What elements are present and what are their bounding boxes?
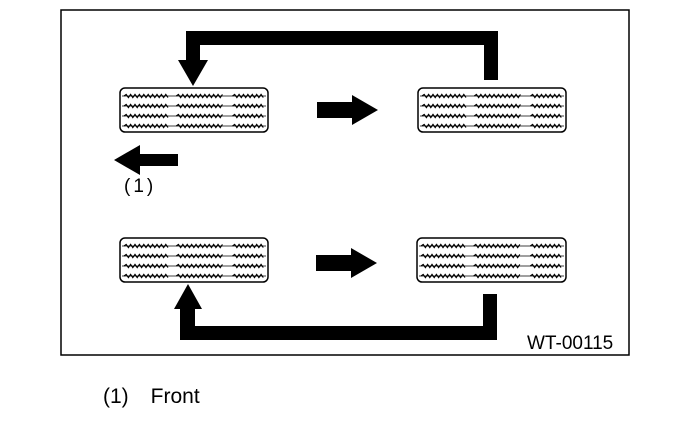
- tread-wave: [529, 243, 562, 249]
- tread-wave: [175, 103, 223, 109]
- tread-wave: [421, 113, 467, 119]
- legend-number: (1): [103, 385, 129, 408]
- tread-wave: [421, 103, 467, 109]
- tread-wave: [473, 253, 521, 259]
- tread-wave: [530, 93, 562, 99]
- tread-wave: [473, 93, 521, 99]
- tread-wave: [175, 253, 223, 259]
- tire-front-right: [417, 87, 567, 133]
- tire-outline: [119, 87, 269, 133]
- tread-wave: [175, 243, 223, 249]
- tread-wave: [123, 263, 169, 269]
- tread-wave: [530, 123, 562, 129]
- tread-wave: [473, 113, 521, 119]
- tread-wave: [232, 123, 264, 129]
- arrow-right-icon: [317, 95, 378, 125]
- tread-wave: [420, 243, 466, 249]
- tire-outline: [119, 237, 269, 283]
- tire-rear-left: [119, 237, 269, 283]
- tread-wave: [232, 103, 264, 109]
- tread-wave: [420, 263, 466, 269]
- tread-wave: [473, 243, 521, 249]
- tread-wave: [232, 263, 264, 269]
- tread-wave: [232, 253, 264, 259]
- tire-rear-right: [416, 237, 567, 283]
- tread-wave: [123, 93, 169, 99]
- tread-wave: [421, 93, 467, 99]
- tread-wave: [175, 273, 223, 279]
- arrow-left-icon: [114, 145, 178, 175]
- tread-wave: [420, 253, 466, 259]
- tread-wave: [232, 273, 264, 279]
- tread-wave: [123, 103, 169, 109]
- tread-wave: [473, 123, 521, 129]
- tread-wave: [530, 113, 562, 119]
- tire-outline: [416, 237, 567, 283]
- tread-wave: [530, 103, 562, 109]
- rotation-arrow-top: [178, 31, 498, 86]
- tread-wave: [529, 253, 562, 259]
- tread-wave: [123, 113, 169, 119]
- tire-outline: [417, 87, 567, 133]
- diagram-id-label: WT-00115: [527, 333, 613, 354]
- tread-wave: [123, 273, 169, 279]
- front-marker-label: (1): [124, 176, 156, 197]
- tread-wave: [232, 113, 264, 119]
- diagram-frame: [60, 9, 630, 356]
- tread-wave: [473, 103, 521, 109]
- legend-label: Front: [150, 385, 200, 408]
- tread-wave: [529, 273, 562, 279]
- rotation-arrow-bottom: [174, 284, 497, 340]
- arrow-right-icon: [316, 248, 377, 278]
- tread-wave: [175, 93, 223, 99]
- tread-wave: [421, 123, 467, 129]
- tread-wave: [232, 93, 264, 99]
- tread-wave: [473, 273, 521, 279]
- legend: (1) Front: [103, 385, 200, 409]
- tread-wave: [473, 263, 521, 269]
- tread-wave: [529, 263, 562, 269]
- tire-front-left: [119, 87, 269, 133]
- tread-wave: [123, 253, 169, 259]
- tread-wave: [123, 123, 169, 129]
- tread-wave: [123, 243, 169, 249]
- tread-wave: [420, 273, 466, 279]
- tread-wave: [175, 263, 223, 269]
- tread-wave: [175, 123, 223, 129]
- tread-wave: [232, 243, 264, 249]
- tread-wave: [175, 113, 223, 119]
